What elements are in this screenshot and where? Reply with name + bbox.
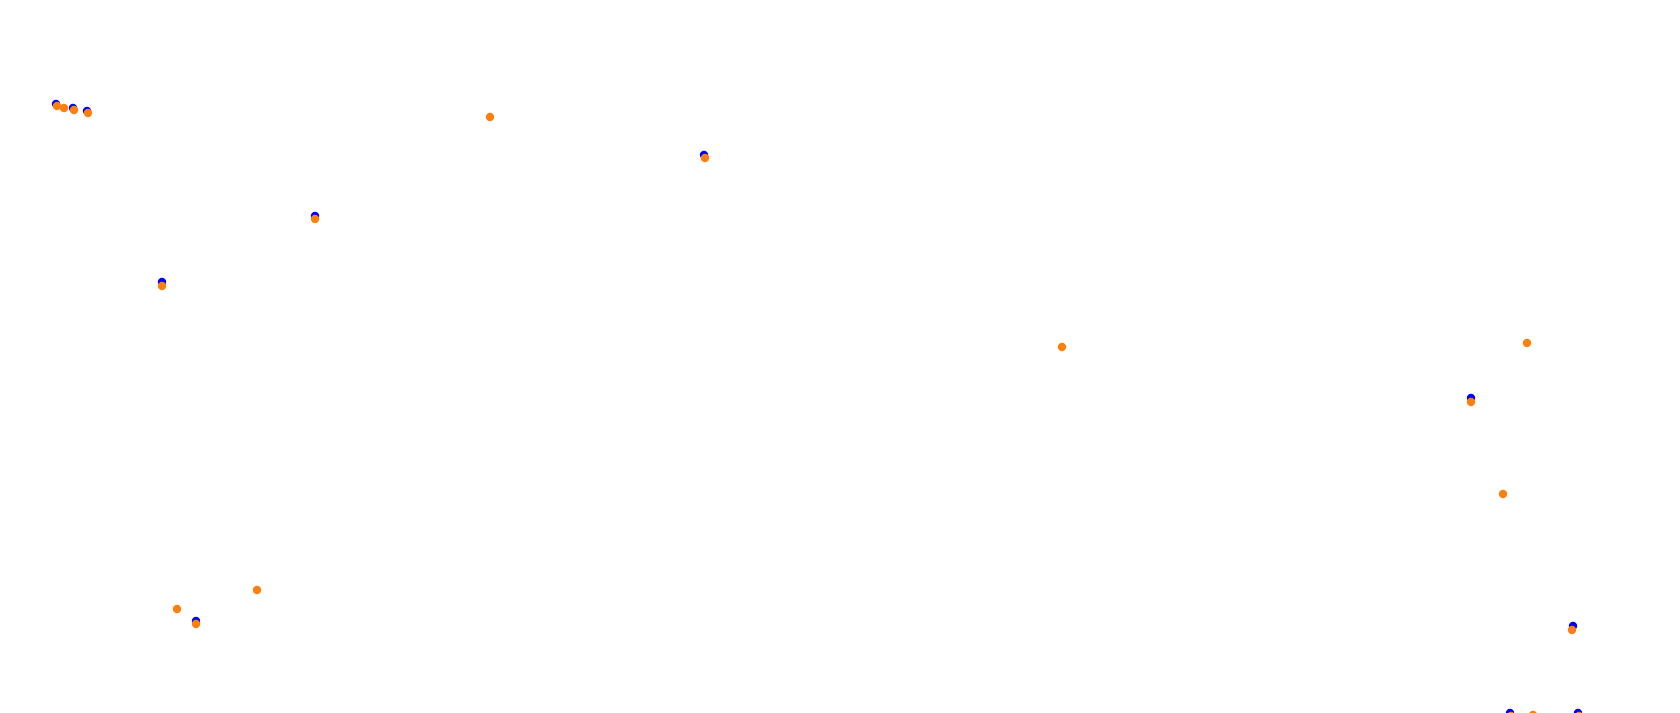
- scatter-point-s2-7: [1567, 625, 1577, 635]
- scatter-point-s2-11: [1522, 338, 1532, 348]
- scatter-point-s2-6: [252, 585, 262, 595]
- scatter-point-s2-17: [59, 103, 69, 113]
- scatter-point-s2-1: [1529, 710, 1537, 713]
- scatter-point-s2-18: [69, 105, 79, 115]
- scatter-point-s2-10: [1057, 342, 1067, 352]
- scatter-point-s2-13: [310, 214, 320, 224]
- scatter-point-s2-12: [157, 281, 167, 291]
- scatter-point-s2-15: [485, 112, 495, 122]
- scatter-point-s2-5: [191, 619, 201, 629]
- scatter-point-s2-4: [172, 604, 182, 614]
- scatter-point-s2-16: [52, 101, 62, 111]
- scatter-point-s2-19: [83, 108, 93, 118]
- scatter-point-s2-8: [1498, 489, 1508, 499]
- scatter-point-s2-14: [700, 153, 710, 163]
- scatter-point-s2-9: [1466, 397, 1476, 407]
